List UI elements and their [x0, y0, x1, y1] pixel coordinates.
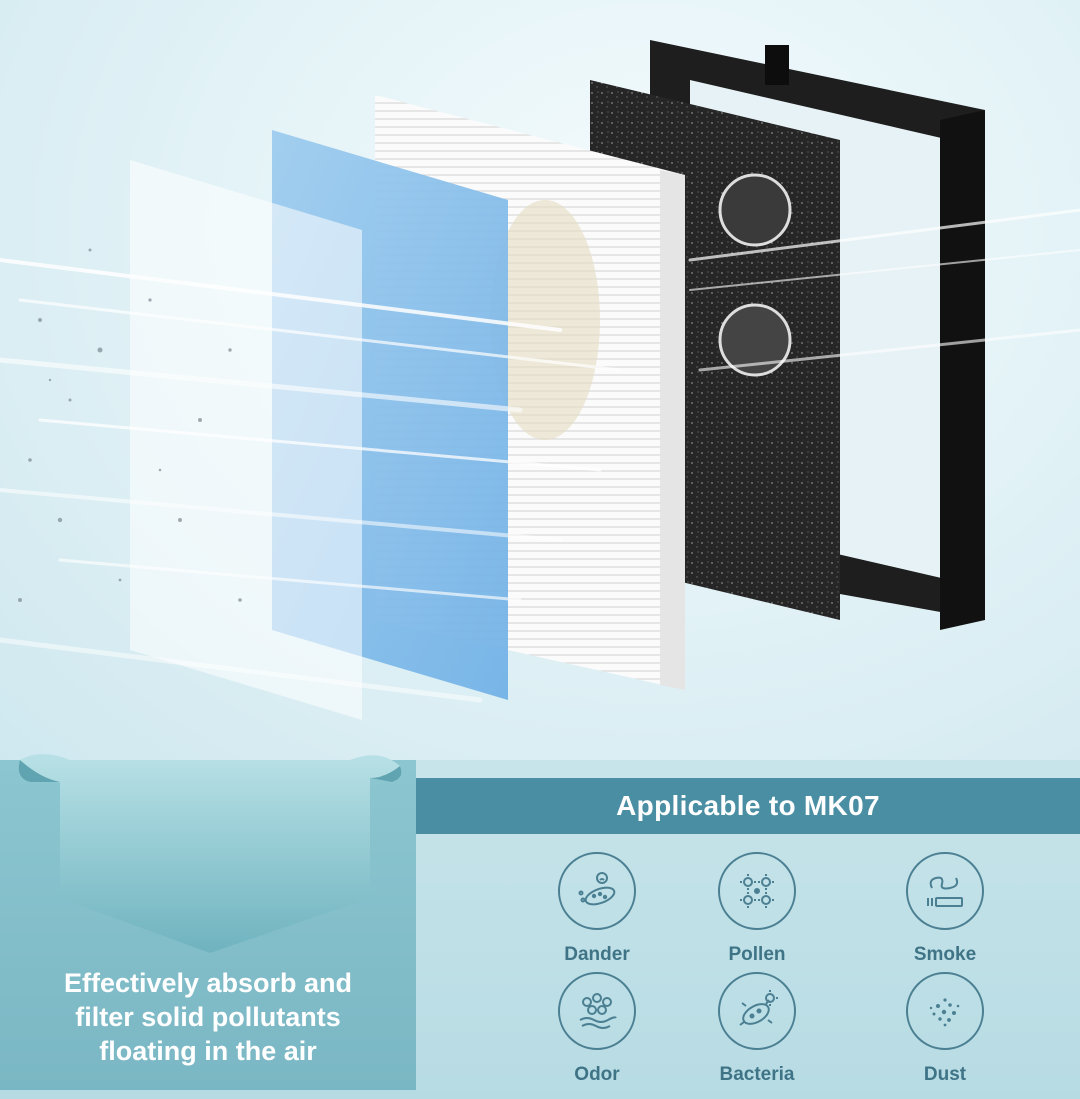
- dander-icon: [558, 852, 636, 930]
- feature-label: Bacteria: [719, 1064, 795, 1085]
- feature-label: Pollen: [728, 944, 786, 965]
- airflow-streaks: [0, 208, 1080, 703]
- tagline-line: filter solid pollutants: [75, 1002, 341, 1032]
- feature-label: Smoke: [913, 944, 977, 965]
- smoke-icon: [906, 852, 984, 930]
- feature-odor: Odor: [517, 972, 677, 1086]
- feature-label: Odor: [574, 1064, 620, 1085]
- product-scene: [0, 0, 1080, 760]
- feature-label: Dander: [564, 944, 630, 965]
- tagline-line: floating in the air: [99, 1036, 317, 1066]
- translucent-sheet: [130, 160, 362, 720]
- feature-bacteria: Bacteria: [677, 972, 837, 1086]
- feature-label: Dust: [923, 1064, 967, 1085]
- feature-dust: Dust: [865, 972, 1025, 1086]
- odor-icon: [558, 972, 636, 1050]
- bacteria-icon: [718, 972, 796, 1050]
- dust-icon: [906, 972, 984, 1050]
- applicable-title: Applicable to MK07: [616, 790, 880, 821]
- pollen-icon: [718, 852, 796, 930]
- tagline-line: Effectively absorb and: [63, 968, 353, 998]
- filter-layers-illustration: [0, 40, 1080, 720]
- feature-pollen: Pollen: [677, 852, 837, 966]
- dust-particles: [18, 248, 242, 602]
- feature-dander: Dander: [517, 852, 677, 966]
- tagline: Effectively absorb and filter solid poll…: [18, 966, 398, 1068]
- ribbon-banner: [18, 754, 402, 953]
- applicable-banner: Applicable to MK07: [416, 778, 1080, 834]
- feature-smoke: Smoke: [865, 852, 1025, 966]
